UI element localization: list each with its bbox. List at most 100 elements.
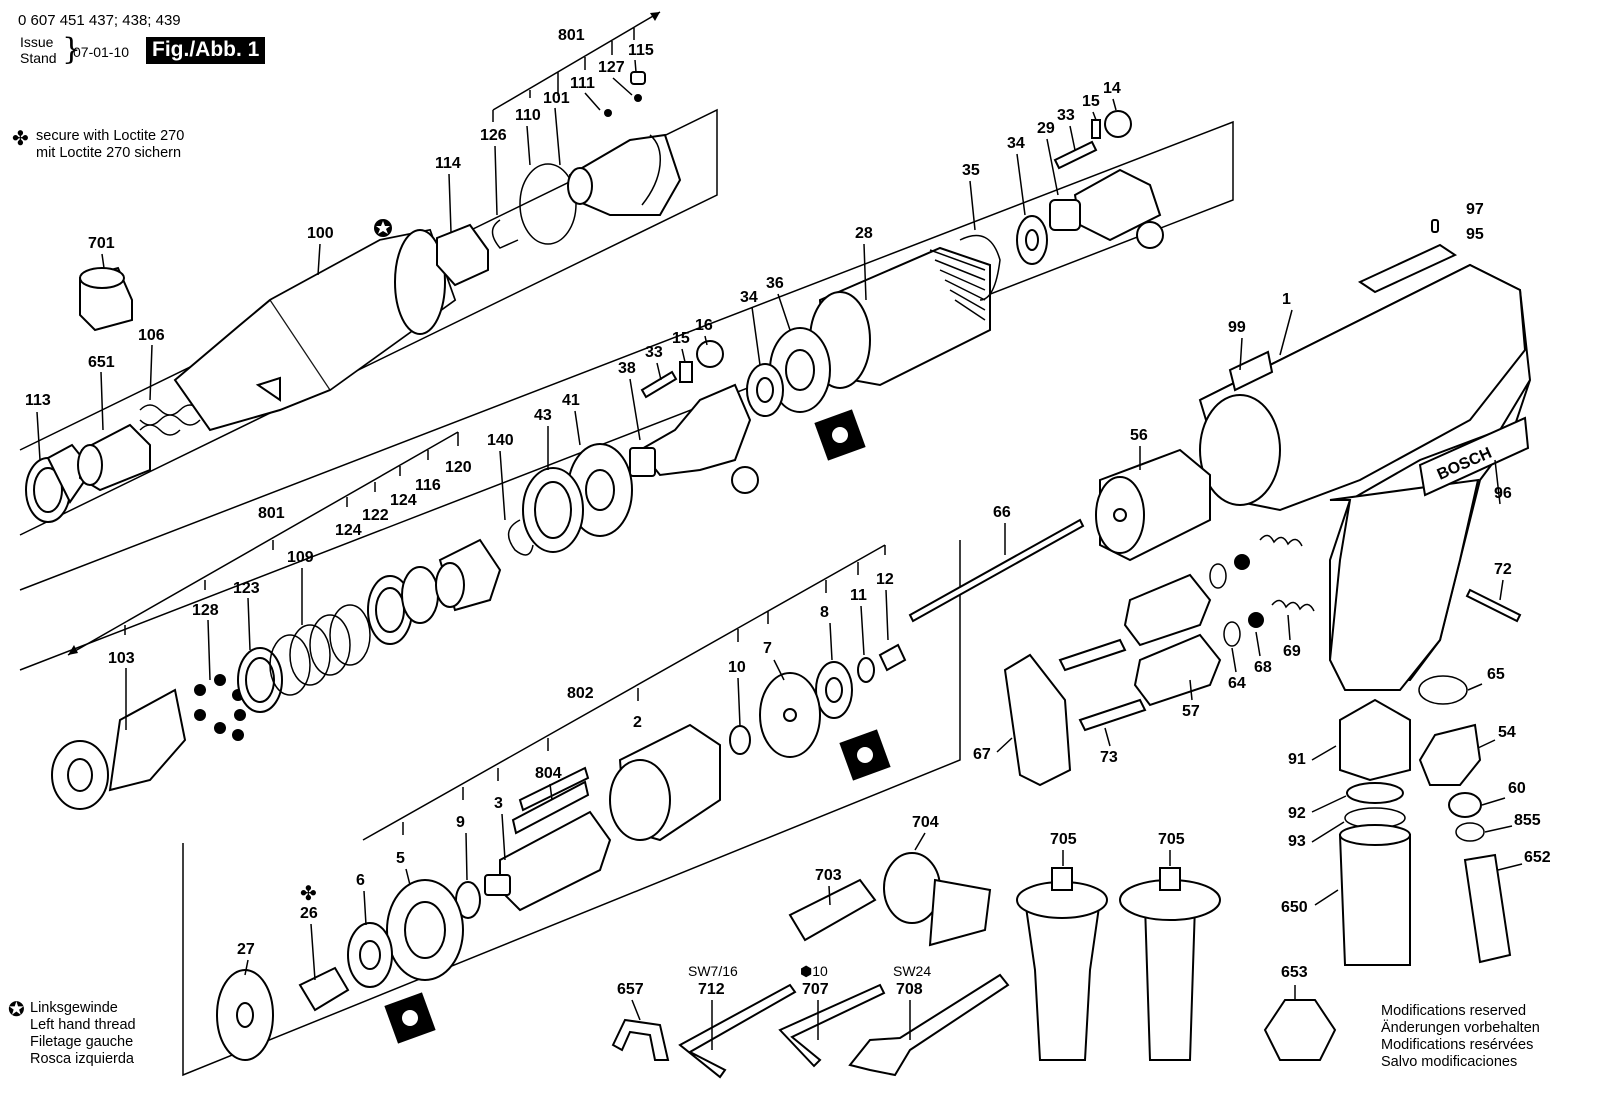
label-hex10: ⬢10 (800, 963, 828, 979)
part-110-ring (519, 163, 577, 245)
part-43-cage (522, 467, 584, 553)
part-14-gear (1104, 110, 1164, 249)
part-15a-needle (1091, 119, 1101, 139)
loctite-note-en: secure with Loctite 270 (36, 128, 185, 144)
modifications-note-es: Salvo modificaciones (1381, 1054, 1518, 1070)
label-27: 27 (237, 941, 255, 958)
label-14: 14 (1103, 80, 1121, 97)
part-109-spring (269, 604, 371, 696)
label-115: 115 (628, 42, 654, 59)
part-69-springs (1259, 534, 1315, 612)
label-97: 97 (1466, 201, 1484, 218)
label-109: 109 (287, 549, 314, 566)
label-116: 116 (415, 477, 441, 494)
part-number-list: 0 607 451 437; 438; 439 (18, 12, 181, 29)
left-hand-note-fr: Filetage gauche (30, 1034, 134, 1050)
label-69: 69 (1283, 643, 1301, 660)
label-73: 73 (1100, 749, 1118, 766)
label-15-top: 15 (1082, 93, 1100, 110)
part-92-screen (1346, 782, 1404, 804)
part-68-balls (1234, 554, 1264, 628)
label-92: 92 (1288, 805, 1306, 822)
part-115-screw (630, 71, 646, 85)
label-705-left: 705 (1050, 831, 1077, 848)
label-111: 111 (570, 75, 595, 92)
left-hand-note-es: Rosca izquierda (30, 1051, 134, 1067)
label-110: 110 (515, 107, 541, 124)
label-707: 707 (802, 981, 829, 998)
left-hand-thread-marker (374, 219, 392, 237)
label-sw24: SW24 (893, 963, 931, 979)
part-64-orings (1209, 563, 1241, 647)
part-27-disc (216, 969, 274, 1061)
part-705a-side-handle (1016, 867, 1108, 1061)
part-56-cylinder (1095, 448, 1211, 562)
part-73-stems (1058, 638, 1147, 732)
stand-label: Stand (20, 50, 57, 66)
label-703: 703 (815, 867, 842, 884)
part-855-seal (1455, 822, 1485, 842)
part-101-clutch (567, 133, 682, 216)
label-91: 91 (1288, 751, 1306, 768)
label-705-right: 705 (1158, 831, 1185, 848)
loctite-marker-26: ✤ (300, 883, 317, 905)
callout-bracket-802 (362, 544, 886, 841)
modifications-note-en: Modifications reserved (1381, 1003, 1527, 1019)
label-26: 26 (300, 905, 318, 922)
part-34a-washer (1016, 215, 1048, 265)
label-801-top: 801 (558, 27, 585, 44)
left-hand-thread-note: ✪ Linksgewinde Left hand thread Filetage… (8, 1000, 136, 1068)
part-72-pin (1465, 588, 1522, 623)
label-708: 708 (896, 981, 923, 998)
label-33-top: 33 (1057, 107, 1075, 124)
label-657: 657 (617, 981, 644, 998)
label-124-left: 124 (335, 522, 362, 539)
label-7: 7 (763, 640, 772, 657)
label-54: 54 (1498, 724, 1516, 741)
part-15b-needle (679, 361, 693, 383)
label-sw716: SW7/16 (688, 963, 738, 979)
part-8-bearing (815, 661, 853, 719)
part-12-screw (878, 643, 907, 672)
label-712: 712 (698, 981, 725, 998)
left-hand-note-de: Linksgewinde (30, 1000, 118, 1016)
label-123: 123 (233, 580, 260, 597)
part-54-fitting (1418, 723, 1482, 786)
label-128: 128 (192, 602, 219, 619)
label-41: 41 (562, 392, 580, 409)
label-2: 2 (633, 714, 642, 731)
label-651: 651 (88, 354, 115, 371)
label-1: 1 (1282, 291, 1291, 308)
loctite-symbol-icon: ✤ (12, 128, 29, 150)
part-106-spring (139, 404, 201, 436)
part-66-rod (908, 518, 1085, 623)
part-number-labels: 801 115 127 111 101 110 126 114 100 701 … (25, 27, 1551, 998)
label-65: 65 (1487, 666, 1505, 683)
part-10-washer (729, 725, 751, 755)
label-120: 120 (445, 459, 472, 476)
label-99: 99 (1228, 319, 1246, 336)
label-10: 10 (728, 659, 746, 676)
label-113: 113 (25, 392, 51, 409)
part-99-label (1228, 350, 1274, 392)
label-801-mid: 801 (258, 505, 285, 522)
part-5-endplate (386, 879, 464, 981)
label-60: 60 (1508, 780, 1526, 797)
label-652: 652 (1524, 849, 1551, 866)
part-36-bearing (769, 327, 831, 413)
label-57: 57 (1182, 703, 1200, 720)
label-56: 56 (1130, 427, 1148, 444)
part-703-fitting (788, 878, 877, 942)
leader-lines (36, 59, 1523, 1050)
bearing-grease-symbol-lower (384, 729, 891, 1044)
label-68: 68 (1254, 659, 1272, 676)
part-97-rivet (1431, 219, 1439, 233)
part-708-wrench (848, 973, 1010, 1077)
bearing-grease-symbol-upper (814, 409, 866, 461)
panel-bottom (182, 540, 961, 1077)
label-12: 12 (876, 571, 894, 588)
part-35-ring (959, 234, 1001, 301)
label-100: 100 (307, 225, 334, 242)
part-116-120-sleeve (435, 538, 502, 612)
